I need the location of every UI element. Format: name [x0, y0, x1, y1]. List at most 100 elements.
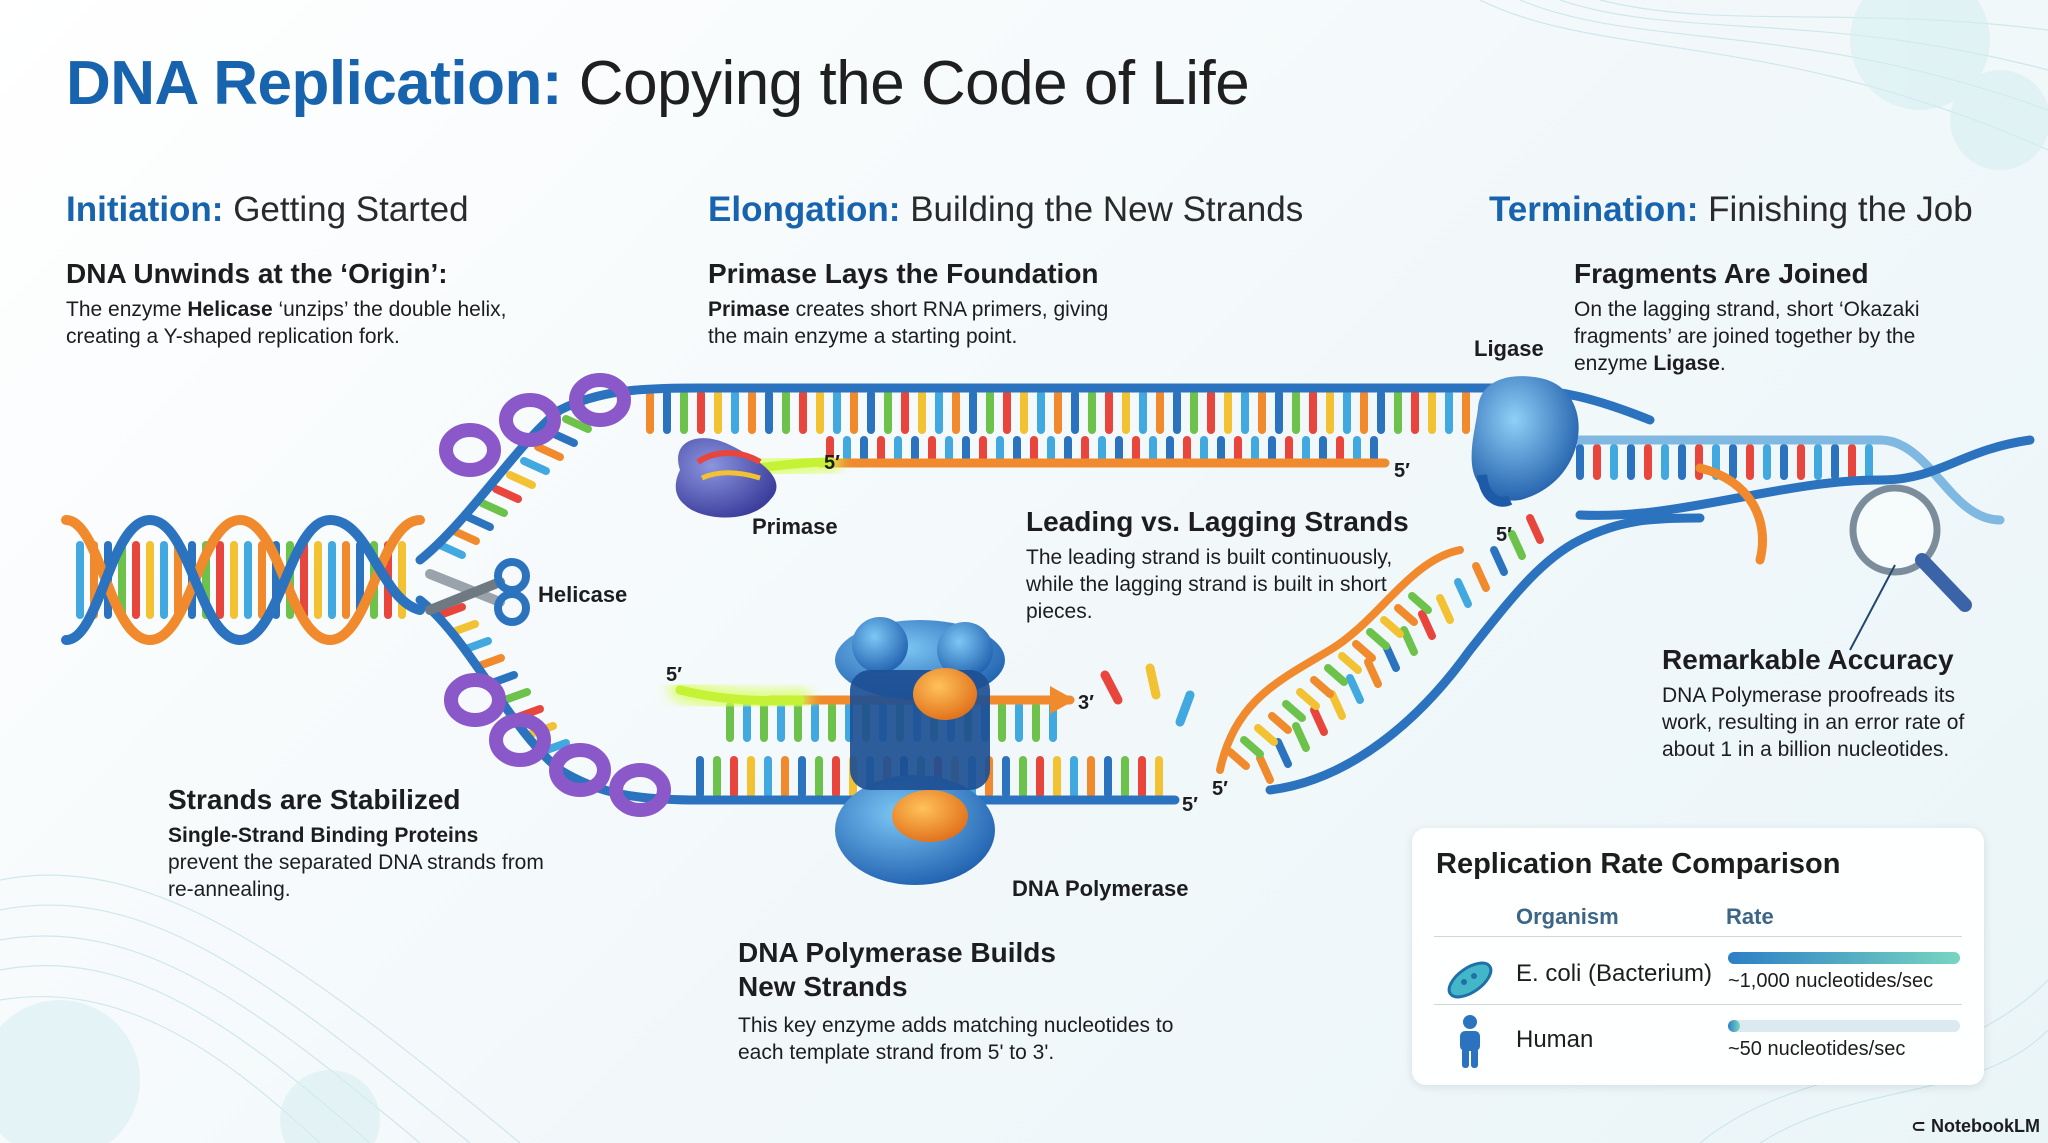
base-tick [1366, 628, 1390, 650]
block-heading: Primase Lays the Foundation [708, 258, 1099, 289]
person-icon [1460, 1015, 1480, 1068]
block-body: The leading strand is built continuously… [1026, 546, 1393, 623]
base-tick [1346, 674, 1364, 704]
rate-card-title: Replication Rate Comparison [1436, 848, 1841, 880]
base-tick [1328, 690, 1346, 720]
prime-marker: 3′ [1078, 692, 1094, 714]
row-divider [1434, 1004, 1962, 1005]
base-tick [1508, 530, 1526, 560]
base-tick [1240, 736, 1264, 758]
ssb-protein [439, 423, 501, 477]
base-tick [1296, 688, 1320, 710]
block-heading: DNA Polymerase Builds New Strands [738, 937, 1056, 1002]
ssb-protein [569, 373, 631, 427]
rate-bar-fill [1728, 952, 1960, 964]
base-tick [562, 415, 592, 433]
label-primase: Primase [752, 514, 838, 539]
prime-marker: 5′ [1212, 778, 1228, 800]
base-tick [1226, 748, 1250, 770]
organism-name: E. coli (Bacterium) [1516, 960, 1713, 987]
prime-marker: 5′ [824, 452, 840, 474]
block-body: On the lagging strand, short ‘Okazaki fr… [1574, 298, 1920, 375]
base-tick [1256, 754, 1274, 784]
label-dna-polymerase: DNA Polymerase [1012, 876, 1189, 901]
base-tick [1324, 664, 1348, 686]
ssb-protein [489, 713, 551, 767]
base-tick [436, 603, 466, 619]
ligase-enzyme [1471, 376, 1579, 507]
base-tick [462, 637, 492, 653]
base-tick [436, 541, 466, 559]
base-tick [1268, 712, 1292, 734]
parental-double-helix [61, 514, 425, 646]
magnifier-icon [1849, 484, 1972, 651]
base-tick [506, 471, 536, 489]
ssb-protein [499, 393, 561, 447]
base-tick [1352, 640, 1376, 662]
header-divider [1434, 936, 1962, 937]
helicase-scissors-icon [425, 558, 530, 626]
base-tick [1292, 722, 1310, 752]
section-termination: Termination: Finishing the Job [1489, 190, 1973, 229]
base-tick [464, 513, 494, 531]
prime-marker: 5′ [1394, 460, 1410, 482]
base-tick [1380, 616, 1404, 638]
block-heading: Fragments Are Joined [1574, 258, 1869, 289]
base-tick [1418, 610, 1436, 640]
ssb-protein [609, 763, 671, 817]
base-tick [1274, 738, 1292, 768]
organism-name: Human [1516, 1026, 1594, 1053]
base-tick [1490, 546, 1508, 576]
base-tick [501, 688, 531, 704]
block-accuracy: Remarkable Accuracy DNA Polymerase proof… [1662, 644, 2002, 763]
rate-comparison-card: Replication Rate Comparison Organism Rat… [1412, 828, 1984, 1085]
rate-bar [1728, 1020, 1960, 1032]
section-elongation: Elongation: Building the New Strands [708, 190, 1304, 229]
block-unwinds: DNA Unwinds at the ‘Origin’: The enzyme … [66, 258, 586, 350]
base-tick [1282, 700, 1306, 722]
base-tick [534, 443, 564, 461]
block-fragments: Fragments Are Joined On the lagging stra… [1574, 258, 1994, 377]
column-header-rate: Rate [1726, 904, 1774, 929]
base-tick [1310, 706, 1328, 736]
primase-enzyme [675, 438, 777, 518]
free-nucleotides [1100, 663, 1195, 727]
rate-value: ~1,000 nucleotides/sec [1728, 970, 1934, 992]
dna-polymerase-enzyme [835, 617, 1005, 885]
block-body: DNA Polymerase proofreads its work, resu… [1662, 684, 1965, 761]
block-body: Single-Strand Binding Proteins prevent t… [168, 824, 544, 901]
base-tick [1338, 652, 1362, 674]
base-tick [1364, 658, 1382, 688]
block-polymerase: DNA Polymerase Builds New Strands This k… [738, 936, 1208, 1066]
block-heading: Leading vs. Lagging Strands [1026, 506, 1409, 537]
brand-label: NotebookLM [1931, 1116, 2040, 1136]
base-tick [1454, 578, 1472, 608]
base-tick [478, 499, 508, 517]
block-primase: Primase Lays the Foundation Primase crea… [708, 258, 1138, 350]
ssb-protein [444, 673, 506, 727]
base-tick [1254, 724, 1278, 746]
base-tick [1394, 604, 1418, 626]
base-tick [1400, 626, 1418, 656]
base-tick [520, 457, 550, 475]
rate-value: ~50 nucleotides/sec [1728, 1038, 1906, 1060]
base-tick [1382, 642, 1400, 672]
block-stabilized: Strands are Stabilized Single-Strand Bin… [168, 784, 548, 903]
base-tick [1526, 514, 1544, 544]
section-initiation: Initiation: Getting Started [66, 190, 469, 229]
prime-marker: 5′ [666, 664, 682, 686]
daughter-helix-right [1555, 435, 2035, 525]
base-tick [492, 485, 522, 503]
block-heading: DNA Unwinds at the ‘Origin’: [66, 258, 448, 289]
label-helicase: Helicase [538, 582, 628, 607]
base-tick [1408, 592, 1432, 614]
base-tick [449, 620, 479, 636]
block-body: This key enzyme adds matching nucleotide… [738, 1014, 1174, 1064]
block-heading: Remarkable Accuracy [1662, 644, 1954, 675]
block-heading: Strands are Stabilized [168, 784, 461, 815]
rate-bar [1728, 952, 1960, 964]
base-tick [1472, 562, 1490, 592]
